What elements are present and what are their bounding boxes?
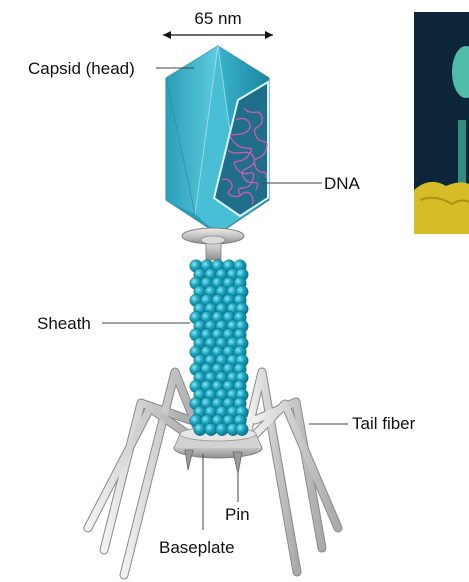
pin-label: Pin [225, 505, 250, 524]
electron-micrograph [414, 12, 469, 234]
sheath-bead [193, 422, 207, 436]
sheath-bead [204, 422, 218, 436]
sheath-label: Sheath [37, 314, 91, 333]
sheath-bead [215, 422, 229, 436]
scale-bar: 65 nm [163, 9, 273, 39]
tail-fiber-label: Tail fiber [352, 414, 416, 433]
scale-label: 65 nm [194, 9, 241, 28]
collar [181, 227, 245, 261]
dna-label: DNA [324, 174, 361, 193]
capsid [165, 45, 270, 235]
sheath [189, 259, 249, 436]
dna-strand [221, 107, 268, 205]
baseplate-label: Baseplate [159, 538, 235, 557]
leader-lines [102, 67, 348, 530]
capsid-label: Capsid (head) [28, 59, 135, 78]
baseplate-pins [184, 449, 243, 475]
sheath-bead [235, 422, 249, 436]
tail-fibers [83, 367, 343, 580]
